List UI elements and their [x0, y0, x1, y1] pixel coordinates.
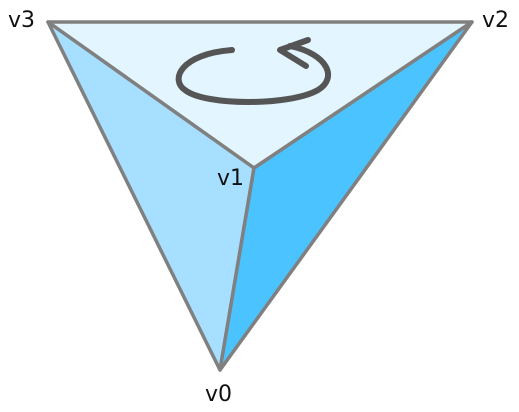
vertex-label-v2: v2 [482, 8, 509, 33]
rotation-arrow-icon [175, 37, 331, 105]
vertex-label-v0: v0 [205, 382, 232, 407]
vertex-label-v1: v1 [217, 166, 244, 191]
vertex-label-v3: v3 [8, 8, 35, 33]
right-face [218, 20, 474, 372]
